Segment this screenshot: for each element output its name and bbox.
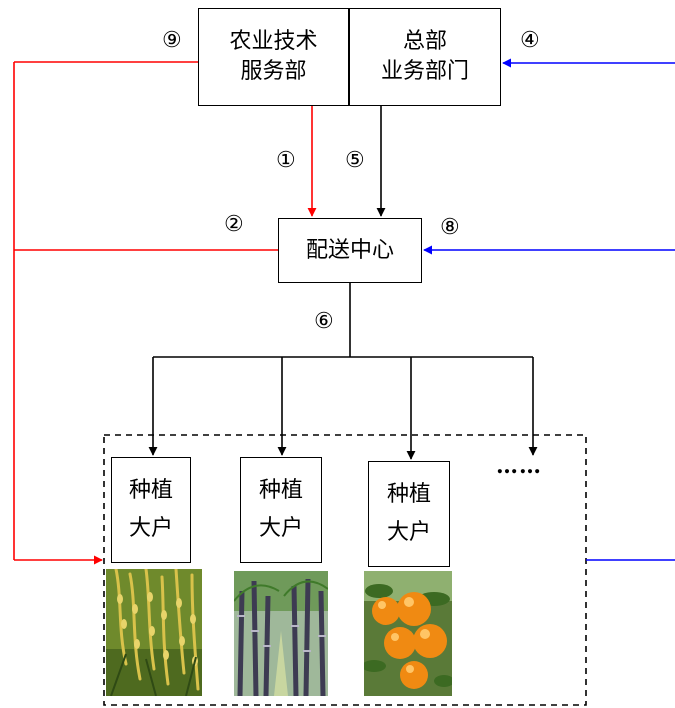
rice-photo bbox=[106, 569, 202, 696]
agri-service-line-1: 农业技术 bbox=[229, 29, 318, 54]
grower-box-1: 种植 大户 bbox=[111, 457, 191, 563]
hq-dept-line-1: 总部 bbox=[402, 29, 447, 54]
sugarcane-photo bbox=[234, 571, 328, 696]
step-label-8: ⑧ bbox=[440, 215, 460, 240]
grower-2-line-1: 种植 bbox=[258, 478, 303, 503]
distribution-center-label: 配送中心 bbox=[305, 237, 394, 263]
grower-2-line-2: 大户 bbox=[258, 516, 303, 541]
hq-dept-line-2: 业务部门 bbox=[380, 59, 469, 84]
hq-dept-box: 总部 业务部门 bbox=[349, 8, 501, 106]
step-label-1: ① bbox=[276, 148, 296, 173]
grower-box-3: 种植 大户 bbox=[368, 461, 450, 567]
step-label-9: ⑨ bbox=[162, 28, 182, 53]
grower-1-line-2: 大户 bbox=[128, 516, 173, 541]
agri-service-box: 农业技术 服务部 bbox=[198, 8, 349, 106]
grower-3-line-2: 大户 bbox=[386, 520, 431, 545]
grower-3-line-1: 种植 bbox=[386, 482, 431, 507]
step-label-4: ④ bbox=[520, 28, 540, 53]
step-label-2: ② bbox=[224, 212, 244, 237]
step-label-6: ⑥ bbox=[314, 309, 334, 334]
growers-region-dashed bbox=[103, 434, 587, 706]
step-label-5: ⑤ bbox=[345, 148, 365, 173]
more-growers-ellipsis: …… bbox=[496, 453, 542, 479]
agri-service-line-2: 服务部 bbox=[240, 59, 307, 84]
grower-1-line-1: 种植 bbox=[128, 478, 173, 503]
orange-photo bbox=[364, 571, 452, 696]
grower-box-2: 种植 大户 bbox=[240, 457, 322, 563]
distribution-center-box: 配送中心 bbox=[278, 218, 422, 283]
